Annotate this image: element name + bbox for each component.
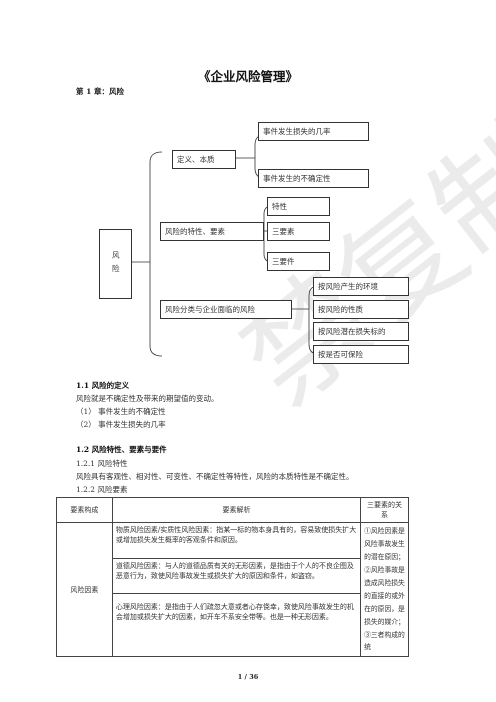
table-header-row: 要素构成 要素解析 三要素的关系 [56,496,409,524]
relation-cell: ①风险因素是风险事故发生的潜在原因；②风险事故是造成风险损失的直接的或外在的原因… [360,522,409,658]
leaf-label: 事件发生的不确定性 [263,173,331,183]
root-brace [149,151,163,357]
leaf-uncertainty: 事件发生的不确定性 [258,169,369,188]
node-definition: 定义、本质 [172,150,236,169]
leaf-by-environment: 按风险产生的环境 [313,277,409,296]
leaf-loss-probability: 事件发生损失的几率 [258,122,369,141]
row-label: 风险因素 [56,522,113,658]
document-title: 《企业风险管理》 [197,69,298,84]
section-1-1-item: （2） 事件发生损失的几率 [76,420,166,429]
leaf-label: 按风险产生的环境 [318,281,378,291]
leaf-three-conditions: 三要件 [267,252,330,271]
analysis-cell: 心理风险因素：是指由于人们疏忽大意或者心存侥幸，致使风险事故发生的机会增加或损失… [111,592,362,658]
diagram-root-node: 风险 [99,229,132,299]
diagram-connectors [132,134,319,357]
leaf-by-loss-target: 按风险潜在损失标的 [313,322,409,341]
leaf-label: 三要件 [272,256,295,266]
brace-classification [308,285,319,355]
node-classification: 风险分类与企业面临的风险 [160,300,292,319]
table-header: 要素解析 [111,496,362,524]
leaf-characteristic: 特性 [267,197,330,216]
leaf-label: 按风险潜在损失标的 [318,326,386,336]
leaf-label: 事件发生损失的几率 [263,126,331,136]
analysis-cell: 道德风险因素：与人的道德品质有关的无形因素，是指由于个人的不良企图及恶意行为，致… [111,557,362,595]
section-1-1-body: 风险就是不确定性及带来的期望值的变动。 [76,394,219,403]
page-number: 1 / 36 [237,673,259,681]
section-1-2-1-heading: 1.2.1 风险特性 [76,459,128,468]
leaf-label: 特性 [272,201,287,211]
section-1-2-1-body: 风险具有客观性、相对性、可变性、不确定性等特性，风险的本质特性是不确定性。 [76,472,354,481]
section-1-1-item: （1） 事件发生的不确定性 [76,407,166,416]
risk-elements-table: 要素构成 要素解析 三要素的关系 风险因素 物质风险因素/实质性风险因素：指某一… [56,496,409,658]
table-header: 要素构成 [56,496,113,524]
chapter-heading: 第 1 章：风险 [76,87,124,96]
leaf-three-elements: 三要素 [267,222,330,241]
section-1-2-2-heading: 1.2.2 风险要素 [76,485,128,494]
leaf-by-nature: 按风险的性质 [313,300,409,319]
section-1-1-heading: 1.1 风险的定义 [76,381,130,390]
table-row: 心理风险因素：是指由于人们疏忽大意或者心存侥幸，致使风险事故发生的机会增加或损失… [57,592,409,658]
leaf-label: 按风险的性质 [318,304,363,314]
node-label: 风险的特性、要素 [165,226,225,236]
leaf-label: 三要素 [272,226,295,236]
root-label: 风险 [111,250,121,278]
section-1-2-heading: 1.2 风险特性、要素与要件 [76,445,167,454]
table-row: 道德风险因素：与人的道德品质有关的无形因素，是指由于个人的不良企图及恶意行为，致… [57,557,409,595]
table-row: 风险因素 物质风险因素/实质性风险因素：指某一标的物本身具有的，容易致使损失扩大… [56,522,409,658]
node-label: 定义、本质 [177,154,215,164]
node-characteristics: 风险的特性、要素 [160,222,264,241]
leaf-label: 按是否可保险 [318,349,363,359]
node-label: 风险分类与企业面临的风险 [165,304,255,314]
table-header: 三要素的关系 [360,496,409,524]
analysis-cell: 物质风险因素/实质性风险因素：指某一标的物本身具有的，容易致使损失扩大或增加损失… [111,522,362,559]
leaf-by-insurability: 按是否可保险 [313,345,409,364]
